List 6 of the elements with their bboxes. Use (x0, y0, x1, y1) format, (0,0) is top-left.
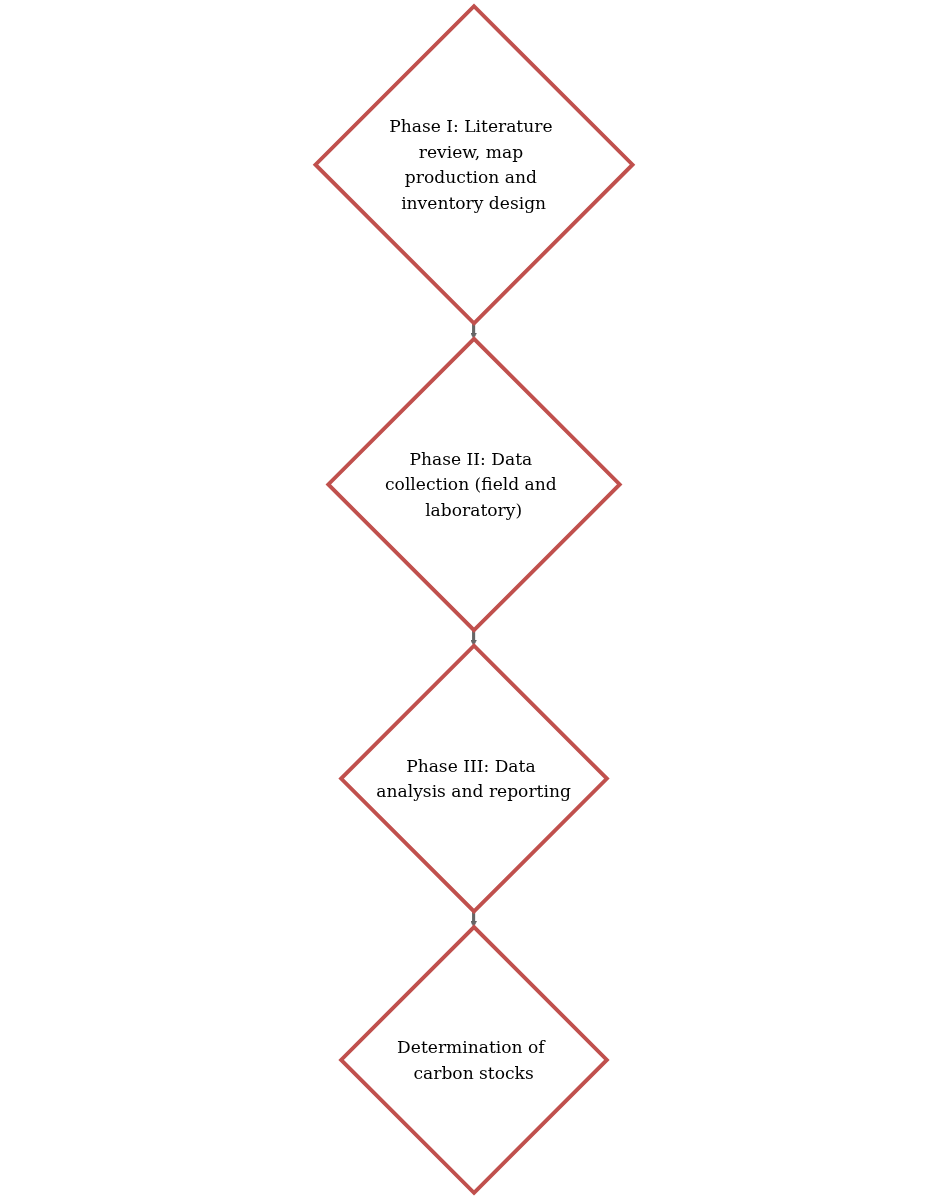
node-diamond: Phase III: Data analysis and reporting (338, 642, 610, 915)
node-diamond: Phase I: Literature review, map production and inventory design (312, 3, 636, 326)
arrow (470, 911, 478, 928)
arrow (470, 323, 478, 340)
node-diamond: Phase II: Data collection (field and laboratory) (325, 336, 623, 633)
node-diamond: Determination of carbon stocks (338, 924, 610, 1196)
